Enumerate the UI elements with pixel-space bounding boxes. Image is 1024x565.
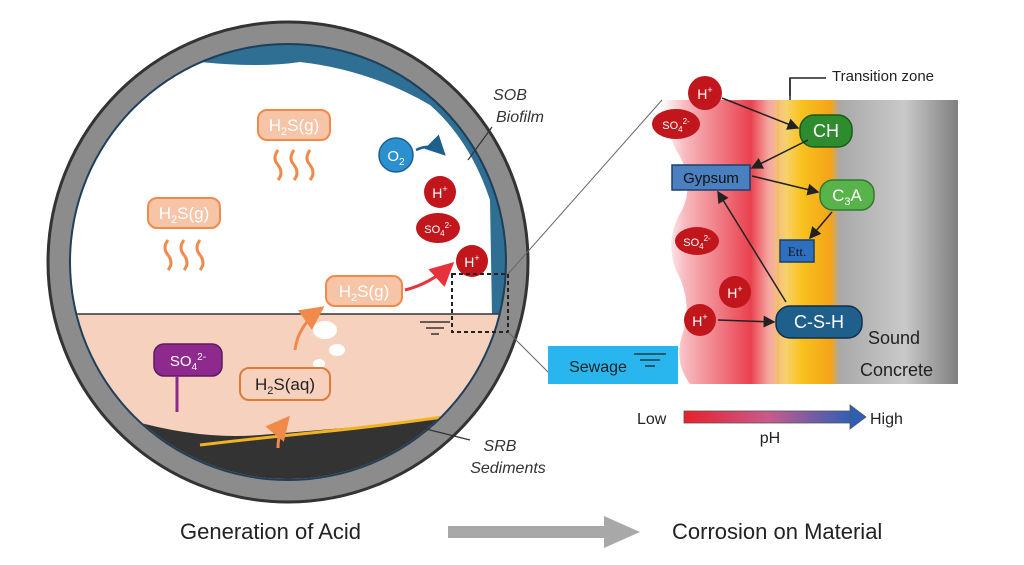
h-ion-panel: [688, 76, 722, 110]
o2-node: O2: [378, 134, 446, 173]
h2s-gas-box-top: H2S(g): [257, 109, 331, 141]
ch-node: CH: [799, 114, 853, 148]
gas-bubble: [313, 359, 325, 369]
h2s-gas-label: H2S(g): [269, 116, 320, 138]
sob-label: SOB: [493, 87, 527, 104]
zoom-box: [451, 273, 509, 333]
gypsum-node: Gypsum: [671, 164, 751, 191]
h-ion-node: [424, 176, 456, 208]
h2s-gas-box-mid: H2S(g): [325, 275, 403, 307]
svg-text:SO42-: SO42-: [170, 352, 206, 373]
svg-text:C3A: C3A: [832, 186, 862, 208]
air-space: [71, 61, 492, 315]
ettringite-node: Ett.: [779, 239, 815, 263]
corrosion-on-material-label: Corrosion on Material: [672, 519, 882, 544]
srb-label: SRB: [484, 438, 517, 455]
svg-text:Gypsum: Gypsum: [683, 170, 739, 187]
so4-ion-panel: [675, 227, 719, 255]
so4-ion-panel: [652, 109, 700, 139]
biofilm-label: Biofilm: [496, 109, 544, 126]
csh-node: C-S-H: [775, 305, 863, 339]
h-ion-panel: [684, 304, 716, 336]
h2s-aq-box: H2S(aq): [239, 367, 331, 401]
transition-zone-label: Transition zone: [832, 68, 934, 85]
svg-text:H2S(aq): H2S(aq): [255, 375, 315, 397]
svg-text:Ett.: Ett.: [788, 244, 806, 259]
sewage-label: Sewage: [569, 359, 627, 376]
sewage-box: Sewage: [548, 346, 678, 384]
so4-ion-node: [416, 213, 460, 243]
gas-bubble: [329, 344, 345, 356]
flow-arrow: [448, 516, 640, 548]
generation-of-acid-label: Generation of Acid: [180, 519, 361, 544]
concrete-label: Concrete: [860, 360, 933, 380]
sound-label: Sound: [868, 328, 920, 348]
gas-wavy-lines-top: [273, 149, 315, 181]
svg-text:H2S(g): H2S(g): [159, 204, 210, 226]
zoom-line-top: [507, 99, 663, 275]
ph-axis-label: pH: [760, 430, 780, 447]
svg-text:CH: CH: [813, 121, 839, 141]
h-ion-node: [456, 245, 488, 277]
h2s-gas-box-left: H2S(g): [147, 197, 221, 229]
gas-bubble: [313, 321, 337, 339]
gas-wavy-lines-left: [163, 239, 205, 271]
svg-text:C-S-H: C-S-H: [794, 312, 844, 332]
h-ion-panel: [719, 276, 751, 308]
sediments-label: Sediments: [470, 460, 546, 477]
ph-low-label: Low: [637, 411, 667, 428]
ph-high-label: High: [870, 411, 903, 428]
pipe-cross-section: [46, 20, 530, 504]
ph-scale: Low High pH: [637, 404, 903, 447]
c3a-node: C3A: [819, 179, 875, 211]
so4-sediment-node: SO42-: [153, 343, 223, 412]
water-level-mark: [420, 321, 450, 335]
svg-text:H2S(g): H2S(g): [339, 282, 390, 304]
